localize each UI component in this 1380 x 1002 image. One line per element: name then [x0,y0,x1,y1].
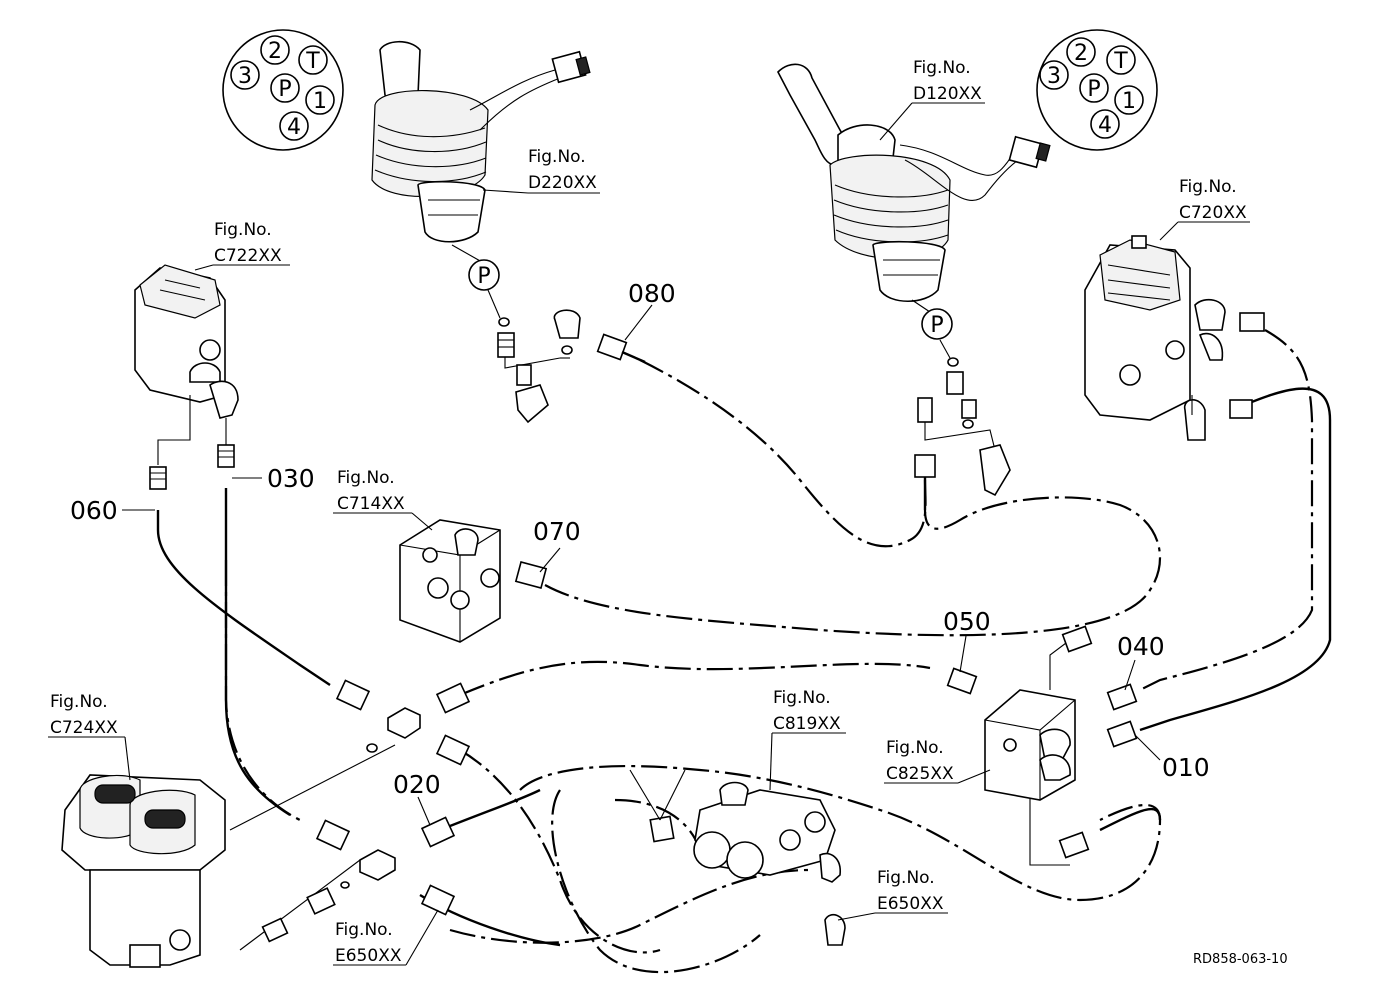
cross-tee-lower [261,816,456,943]
part-number-020: 020 [393,770,441,799]
leader-lines [48,102,1250,966]
hose-routes [156,329,1332,974]
svg-text:Fig.No.: Fig.No. [913,58,971,78]
port-label-4: 4 [287,115,301,140]
joystick-left: P [371,40,646,424]
svg-text:Fig.No.: Fig.No. [877,868,935,888]
port-label-2: 2 [1074,41,1088,66]
svg-text:D120XX: D120XX [913,84,982,104]
svg-text:C722XX: C722XX [214,246,282,266]
figure-ref-d220: Fig.No. D220XX [528,147,597,193]
pilot-port-marker-right: P [930,313,943,338]
pilot-valve-c722 [134,264,239,490]
svg-text:C825XX: C825XX [886,764,954,784]
figure-ref-c722: Fig.No. C722XX [214,220,282,266]
port-label-p: P [1087,77,1100,102]
manifold-c825 [946,625,1138,859]
svg-text:Fig.No.: Fig.No. [214,220,272,240]
svg-text:Fig.No.: Fig.No. [335,920,393,940]
port-label-2: 2 [268,39,282,64]
figure-ref-c825: Fig.No. C825XX [886,738,954,784]
drawing-code: RD858-063-10 [1193,952,1288,967]
block-c714 [399,519,548,643]
port-label-3: 3 [238,64,252,89]
figure-ref-d120: Fig.No. D120XX [913,58,982,104]
svg-text:E650XX: E650XX [877,894,944,914]
port-label-p: P [278,77,291,102]
figure-ref-c819: Fig.No. C819XX [773,688,841,734]
pedal-valve-c724 [61,774,226,968]
figure-ref-e650-right: Fig.No. E650XX [877,868,944,914]
control-valve-c720 [1084,235,1265,441]
svg-text:Fig.No.: Fig.No. [337,468,395,488]
port-label-1: 1 [313,89,327,114]
svg-text:Fig.No.: Fig.No. [773,688,831,708]
pilot-port-marker-left: P [477,264,490,289]
figure-ref-c720: Fig.No. C720XX [1179,177,1247,223]
svg-text:C720XX: C720XX [1179,203,1247,223]
svg-text:C724XX: C724XX [50,718,118,738]
svg-text:Fig.No.: Fig.No. [528,147,586,167]
svg-text:Fig.No.: Fig.No. [1179,177,1237,197]
part-number-060: 060 [70,496,118,525]
part-number-040: 040 [1117,632,1165,661]
part-number-080: 080 [628,279,676,308]
part-number-030: 030 [267,464,315,493]
part-number-070: 070 [533,517,581,546]
figure-ref-e650-left: Fig.No. E650XX [335,920,402,966]
figure-ref-c714: Fig.No. C714XX [337,468,405,514]
port-label-t: T [305,49,320,74]
joystick-right: P [777,63,1051,510]
port-label-4: 4 [1098,113,1112,138]
part-number-050: 050 [943,607,991,636]
svg-text:Fig.No.: Fig.No. [886,738,944,758]
part-number-010: 010 [1162,753,1210,782]
svg-text:Fig.No.: Fig.No. [50,692,108,712]
cross-tee-upper [335,679,471,766]
port-diagram-left: 2 T 3 P 1 4 [222,29,344,151]
solenoid-valve-c819 [649,781,846,946]
figure-ref-c724: Fig.No. C724XX [50,692,118,738]
port-label-3: 3 [1047,64,1061,89]
port-label-1: 1 [1122,89,1136,114]
svg-text:D220XX: D220XX [528,173,597,193]
port-diagram-right: 2 T 3 P 1 4 [1036,29,1158,151]
svg-text:C819XX: C819XX [773,714,841,734]
port-label-t: T [1113,49,1128,74]
svg-text:E650XX: E650XX [335,946,402,966]
svg-text:C714XX: C714XX [337,494,405,514]
